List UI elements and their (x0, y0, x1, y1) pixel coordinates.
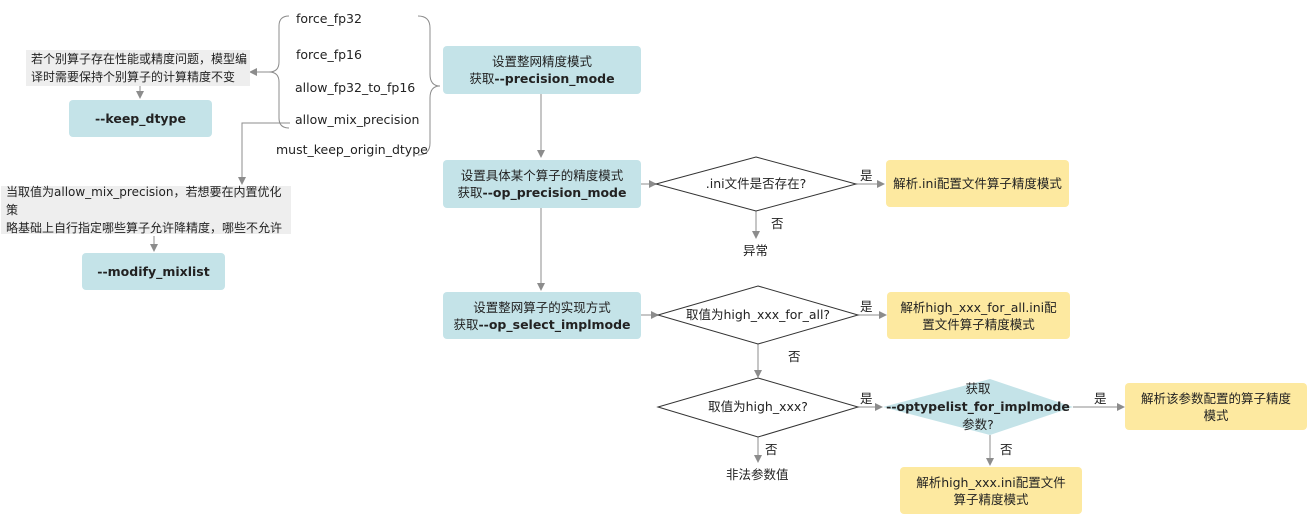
op-precision-mode-box: 设置具体某个算子的精度模式 获取--op_precision_mode (443, 160, 641, 208)
mode-force-fp32: force_fp32 (296, 11, 362, 26)
xxx-decision-diamond (656, 377, 860, 438)
xxx-no-label: 否 (765, 442, 778, 457)
all-decision-diamond (656, 285, 860, 345)
all-no-label: 否 (788, 349, 801, 364)
ini-yes-label: 是 (860, 168, 873, 183)
mode-force-fp16: force_fp16 (296, 47, 362, 62)
xxx-decision-text: 取值为high_xxx? (708, 399, 808, 414)
xxx-yes-label: 是 (860, 391, 873, 406)
precision-mode-box: 设置整网精度模式 获取--precision_mode (443, 46, 641, 94)
mixlist-note: 当取值为allow_mix_precision，若想要在内置优化策 略基础上自行… (1, 185, 291, 235)
op-precision-param: --op_precision_mode (482, 185, 627, 200)
mode-allow-fp32-to-fp16: allow_fp32_to_fp16 (295, 80, 416, 95)
xxx-no-result: 非法参数值 (726, 467, 789, 482)
precision-mode-prefix: 获取 (469, 71, 495, 86)
mixlist-note-line1: 当取值为allow_mix_precision，若想要在内置优化策 (6, 185, 282, 217)
keep-dtype-note: 若个别算子存在性能或精度问题，模型编 译时需要保持个别算子的计算精度不变 (26, 50, 250, 86)
keep-dtype-box: --keep_dtype (69, 100, 212, 137)
ini-decision-text: .ini文件是否存在? (705, 176, 807, 191)
all-yes-label: 是 (860, 299, 873, 314)
all-yes-result-box: 解析high_xxx_for_all.ini配 置文件算子精度模式 (887, 292, 1070, 339)
optype-yes-result-line2: 模式 (1203, 407, 1229, 423)
ini-yes-result-box: 解析.ini配置文件算子精度模式 (886, 160, 1069, 207)
mode-must-keep-origin-dtype: must_keep_origin_dtype (276, 142, 428, 157)
modify-mixlist-box: --modify_mixlist (82, 253, 225, 290)
ini-no-result: 异常 (743, 243, 769, 258)
keep-dtype-note-line2: 译时需要保持个别算子的计算精度不变 (31, 70, 236, 84)
optype-no-result-line2: 算子精度模式 (953, 491, 1029, 507)
optype-no-label: 否 (1000, 442, 1013, 457)
arrow-mix-to-note (238, 122, 290, 185)
left-brace (268, 15, 290, 129)
optype-decision-text: 获取 --optypelist_for_implmode 参数? (883, 380, 1073, 434)
optype-yes-result-box: 解析该参数配置的算子精度 模式 (1125, 383, 1307, 430)
ini-no-label: 否 (771, 216, 784, 231)
op-precision-prefix: 获取 (457, 185, 483, 200)
impl-mode-prefix: 获取 (453, 316, 479, 332)
precision-mode-param: --precision_mode (494, 71, 615, 86)
optype-yes-label: 是 (1094, 391, 1107, 406)
optype-decision-param: --optypelist_for_implmode (886, 399, 1070, 414)
op-precision-line1: 设置具体某个算子的精度模式 (460, 168, 624, 183)
impl-mode-line1: 设置整网算子的实现方式 (473, 299, 611, 315)
optype-yes-result-line1: 解析该参数配置的算子精度 (1140, 390, 1291, 406)
optype-decision-diamond (883, 379, 1073, 435)
optype-no-result-box: 解析high_xxx.ini配置文件 算子精度模式 (900, 467, 1082, 514)
mixlist-note-line2: 略基础上自行指定哪些算子允许降精度，哪些不允许 (6, 221, 283, 235)
optype-decision-line1: 获取 (965, 381, 991, 396)
keep-dtype-note-line1: 若个别算子存在性能或精度问题，模型编 (31, 52, 248, 66)
optype-no-result-line1: 解析high_xxx.ini配置文件 (916, 474, 1066, 490)
mode-allow-mix-precision: allow_mix_precision (295, 112, 420, 127)
all-decision-text: 取值为high_xxx_for_all? (685, 307, 831, 322)
impl-mode-box: 设置整网算子的实现方式 获取--op_select_implmode (443, 292, 641, 339)
right-brace (417, 15, 441, 156)
all-yes-result-line2: 置文件算子精度模式 (922, 316, 1035, 332)
impl-mode-param: --op_select_implmode (478, 316, 631, 332)
all-yes-result-line1: 解析high_xxx_for_all.ini配 (900, 299, 1057, 315)
precision-mode-line1: 设置整网精度模式 (491, 54, 592, 69)
optype-decision-line3: 参数? (962, 417, 994, 432)
ini-decision-diamond (654, 156, 858, 212)
